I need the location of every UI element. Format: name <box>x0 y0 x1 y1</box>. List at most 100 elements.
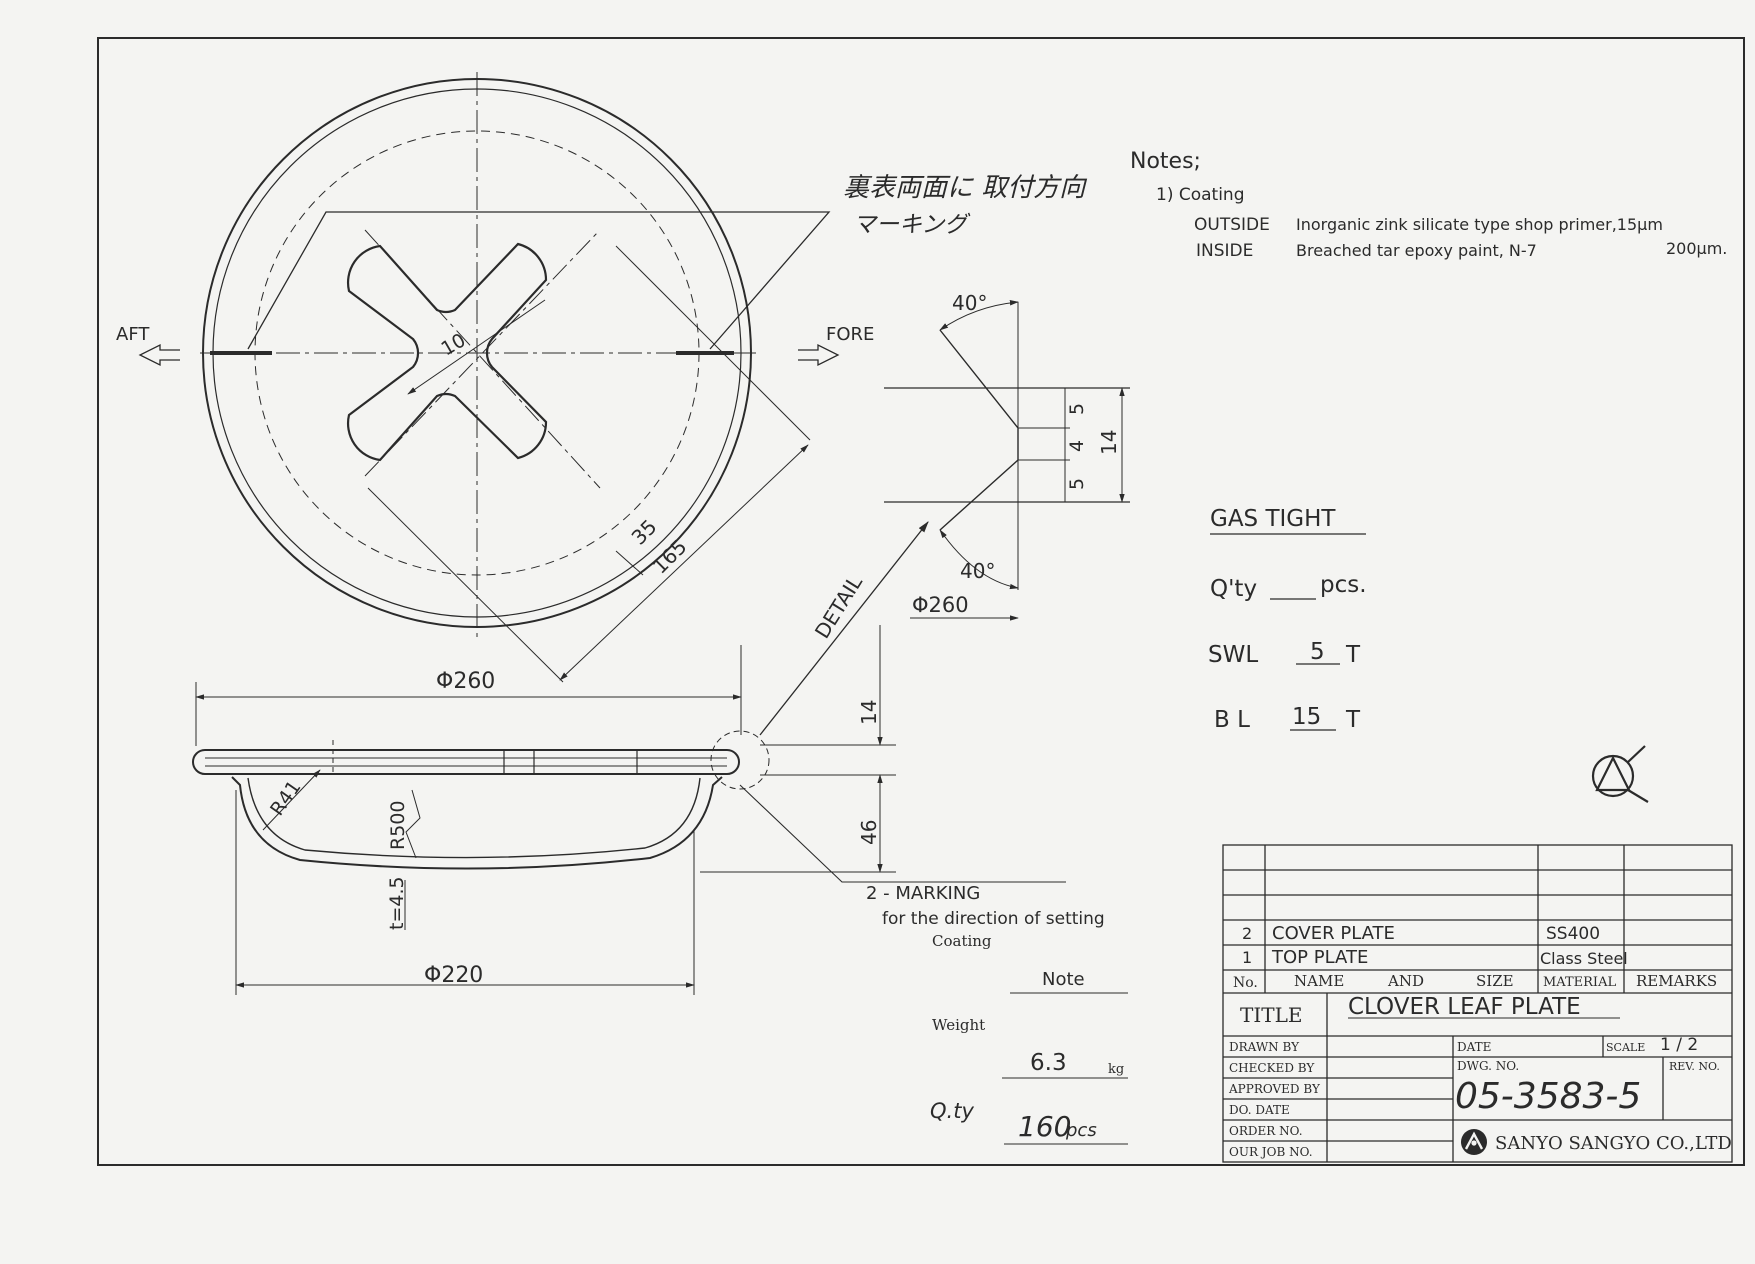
notes-outside-text: Inorganic zink silicate type shop primer… <box>1296 215 1663 234</box>
header-name: NAME <box>1294 972 1344 990</box>
part-2-material: SS400 <box>1546 924 1600 944</box>
centerline-diagonal-2 <box>364 231 599 477</box>
drawn-by: DRAWN BY <box>1229 1040 1300 1054</box>
rev-no-label: REV. NO. <box>1669 1060 1720 1073</box>
detail-label: DETAIL <box>810 570 868 642</box>
fore-label: FORE <box>826 324 874 345</box>
header-and: AND <box>1387 972 1424 990</box>
dim-4: 4 <box>1066 440 1088 452</box>
checked-by: CHECKED BY <box>1229 1061 1315 1075</box>
cover-plate-bowl-inner <box>247 777 701 859</box>
notes-heading: Notes; <box>1130 149 1201 174</box>
dim-46: 46 <box>857 820 881 845</box>
japanese-note-line1: 裏表両面に 取付方向 <box>843 173 1087 203</box>
header-size: SIZE <box>1476 972 1514 990</box>
dim-r500: R500 <box>387 801 409 850</box>
part-1-no: 1 <box>1242 948 1252 967</box>
ext-line-165a <box>367 487 564 683</box>
company-name: SANYO SANGYO CO.,LTD <box>1495 1133 1732 1154</box>
dim-35: 35 <box>627 515 662 550</box>
dim-line-35 <box>615 550 644 576</box>
approved-by: APPROVED BY <box>1228 1082 1321 1096</box>
dim-5b: 5 <box>1066 478 1088 490</box>
bl-label: B L <box>1214 707 1250 733</box>
swl-label: SWL <box>1208 642 1258 668</box>
dwg-no-value: 05-3583-5 <box>1455 1076 1641 1117</box>
bl-unit: T <box>1345 707 1361 733</box>
stamp-coating-value: Note <box>1042 969 1085 990</box>
aft-label: AFT <box>116 324 150 345</box>
title-block <box>1222 844 1733 1163</box>
scale-label: SCALE <box>1606 1041 1645 1054</box>
projection-symbol-icon <box>1591 745 1649 803</box>
part-2-name: COVER PLATE <box>1272 923 1395 944</box>
detail-view <box>884 300 1130 621</box>
dim-phi260-detail: Φ260 <box>912 593 969 617</box>
title-label: TITLE <box>1240 1003 1302 1027</box>
header-no: No. <box>1233 975 1258 991</box>
dim-5a: 5 <box>1066 403 1088 415</box>
detail-arrow <box>759 521 929 736</box>
r500-leader <box>405 789 421 859</box>
angle-arc-bottom <box>939 529 1019 590</box>
qty-label: Q'ty <box>1210 576 1257 602</box>
stamp-coating-label: Coating <box>932 932 992 950</box>
dim-14-detail: 14 <box>1097 430 1121 455</box>
r41-leader <box>262 769 321 831</box>
notes-item: 1) Coating <box>1156 185 1245 205</box>
stamp-qty-value: 160 <box>1018 1110 1071 1143</box>
scale-value: 1 / 2 <box>1660 1035 1698 1055</box>
dim-line-165 <box>559 444 809 681</box>
notes-inside-label: INSIDE <box>1196 241 1253 261</box>
swl-unit: T <box>1345 642 1361 668</box>
part-1-material: Class Steel <box>1540 949 1628 968</box>
stamp-qty-unit: pcs <box>1065 1120 1097 1141</box>
dim-r41: R41 <box>266 777 305 820</box>
note-leader <box>247 211 831 350</box>
title-value: CLOVER LEAF PLATE <box>1348 994 1581 1020</box>
our-job-no: OUR JOB NO. <box>1229 1145 1313 1159</box>
dim-phi220: Φ220 <box>424 963 483 988</box>
detail-profile <box>939 329 1019 531</box>
dim-14-side: 14 <box>857 700 881 725</box>
japanese-note-line2: マーキング <box>853 212 971 238</box>
dim-angle-bottom: 40° <box>960 559 995 583</box>
cover-plate-bowl <box>231 776 723 870</box>
angle-arc-top <box>939 300 1019 331</box>
notes-outside-label: OUTSIDE <box>1194 215 1270 235</box>
dim-line-r10 <box>407 299 546 395</box>
ext-line-165b <box>615 245 811 441</box>
dim-angle-top: 40° <box>952 291 987 315</box>
qty-unit: pcs. <box>1320 572 1367 598</box>
swl-value: 5 <box>1310 639 1325 665</box>
side-view <box>192 521 1066 995</box>
detail-circle <box>710 730 770 790</box>
dim-phi260-top: Φ260 <box>436 669 495 694</box>
drawing-frame <box>97 37 1745 1166</box>
gas-tight: GAS TIGHT <box>1210 506 1336 532</box>
company-logo-icon <box>1461 1129 1487 1155</box>
dwg-no-label: DWG. NO. <box>1457 1059 1519 1073</box>
do-date: DO. DATE <box>1229 1103 1290 1117</box>
fore-arrow <box>798 343 840 367</box>
header-material: MATERIAL <box>1543 975 1616 990</box>
date-label: DATE <box>1457 1040 1491 1054</box>
top-plate-rim <box>192 749 740 775</box>
notes-inside-thickness: 200μm. <box>1666 239 1727 258</box>
marking-line2: for the direction of setting <box>882 909 1105 929</box>
part-1-name: TOP PLATE <box>1271 947 1368 968</box>
stamp-weight-unit: kg <box>1108 1062 1124 1077</box>
clover-opening <box>346 242 548 462</box>
top-view <box>138 72 840 683</box>
aft-arrow <box>138 343 180 367</box>
part-2-no: 2 <box>1242 924 1252 943</box>
stamp-weight-label: Weight <box>932 1016 985 1034</box>
marking-line1: 2 - MARKING <box>866 883 980 904</box>
stamp-weight-value: 6.3 <box>1030 1050 1067 1076</box>
bl-value: 15 <box>1292 704 1321 730</box>
stamp-qty-label: Q.ty <box>930 1099 974 1123</box>
marking-leader <box>739 784 1066 883</box>
notes-inside-text: Breached tar epoxy paint, N-7 <box>1296 241 1537 260</box>
dim-t45: t=4.5 <box>386 876 408 930</box>
